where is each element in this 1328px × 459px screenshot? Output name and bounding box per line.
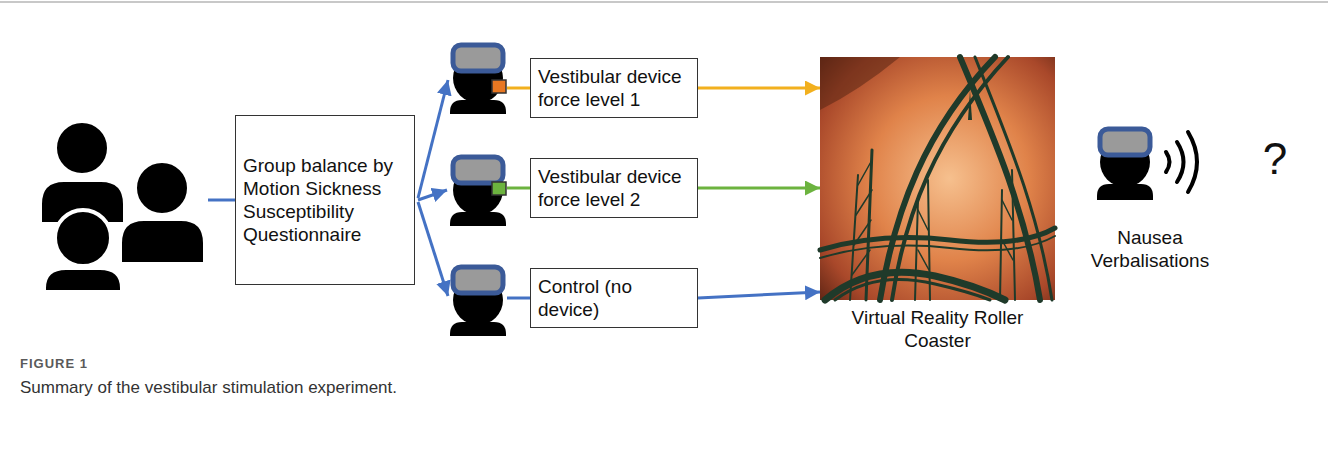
process-box: Vestibular device force level 1 [530, 58, 698, 118]
vr-head-icon [450, 157, 506, 226]
figure-number: FIGURE 1 [20, 356, 220, 372]
flow-line [208, 199, 235, 202]
box-text: Group balance by Motion Sickness Suscept… [243, 154, 407, 247]
question-mark: ? [1250, 132, 1300, 186]
image-caption: Virtual Reality Roller Coaster [838, 306, 1038, 352]
image-node: Virtual Reality Roller Coaster [820, 57, 1055, 300]
allocation-arrows [418, 80, 448, 296]
people-group-icon [40, 121, 205, 294]
flow-arrow [698, 187, 820, 190]
speaking-vr-head-icon [1097, 129, 1153, 200]
top-rule [0, 1, 1328, 3]
box-text: Vestibular device force level 2 [538, 165, 690, 211]
node-label: Nausea Verbalisations [1075, 226, 1225, 272]
process-box: Control (no device) [530, 268, 698, 328]
flow-arrow [698, 292, 820, 298]
process-box: Group balance by Motion Sickness Suscept… [235, 115, 415, 285]
process-box: Vestibular device force level 2 [530, 158, 698, 218]
box-text: Vestibular device force level 1 [538, 65, 690, 111]
head-device-lines [507, 88, 530, 298]
flow-arrow [698, 87, 820, 90]
vr-head-icon [450, 45, 506, 114]
box-text: Control (no device) [538, 275, 690, 321]
sound-waves [1166, 132, 1197, 192]
vr-head-icon [450, 267, 506, 336]
figure-caption: Summary of the vestibular stimulation ex… [20, 378, 920, 398]
roller-coaster-picture [820, 57, 1055, 300]
